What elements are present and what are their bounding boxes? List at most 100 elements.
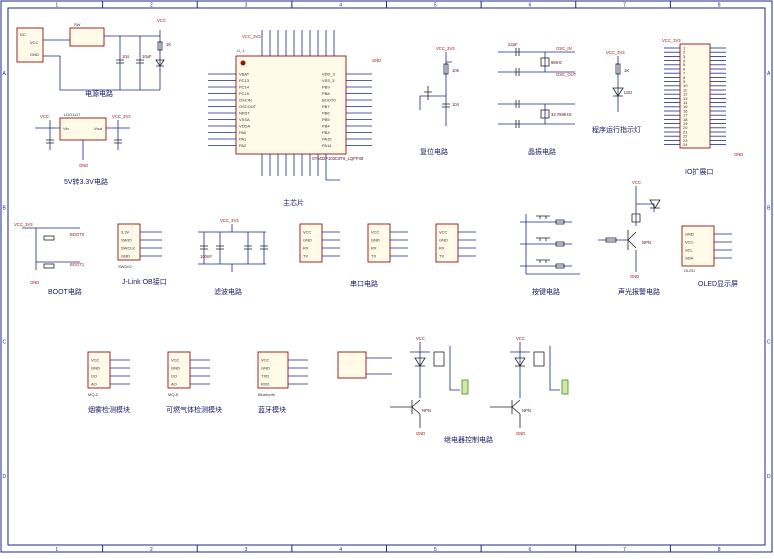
frame-row-right: C: [767, 340, 771, 346]
reset-circuit: VCC_3V3 10K 104 复位电路: [419, 46, 460, 156]
frame-col-top: 2: [150, 3, 153, 9]
reset-resistor: [443, 63, 449, 75]
smoke-part-label: MQ-2: [88, 392, 99, 397]
crystal-y2-value: 32.768KHz: [551, 112, 572, 117]
mcu-pin-name: PA1: [239, 137, 247, 142]
buzzer-gnd-net: GND: [630, 274, 639, 279]
bt-part-label: Bluetooth: [258, 392, 275, 397]
mcu-pin-name: VDD_3: [322, 72, 336, 77]
smoke-title: 烟雾检测模块: [88, 405, 130, 414]
buzzer-vcc-net: VCC: [632, 180, 641, 185]
relay-terminal: [561, 379, 569, 395]
reg-gnd-net: GND: [79, 163, 88, 168]
filter-cap-value: 100nF: [200, 254, 212, 259]
mcu-3v3-net: VCC_3V3: [242, 34, 261, 39]
hdr-pin-number: 13: [683, 96, 688, 101]
boot-title: BOOT电路: [48, 287, 82, 296]
mcu-title: 主芯片: [283, 198, 304, 207]
hdr-3v3-net: VCC_3V3: [662, 38, 681, 43]
reset-res-value: 10K: [452, 68, 460, 73]
hdr-pin-number: 4: [683, 58, 686, 63]
connector-pin-name: SWIO: [121, 238, 132, 243]
connector-pin-name: VCC: [261, 358, 270, 363]
buzzer-transistor: [627, 230, 637, 250]
mcu-pin-name: PA14: [322, 143, 332, 148]
mcu-pin-name: VBAT: [239, 72, 250, 77]
mcu-pin-name: PB7: [322, 104, 330, 109]
frame-col-bottom: 8: [718, 547, 721, 553]
key-switch: [536, 237, 550, 241]
key-resistor: [555, 241, 565, 247]
dc-jack-label: DC: [20, 32, 26, 37]
ldo-vout: Vout: [94, 126, 103, 131]
frame-col-bottom: 3: [245, 547, 248, 553]
reset-cap: [442, 103, 450, 108]
runled-led-label: LED: [624, 90, 632, 95]
connector-pin-name: GND: [261, 366, 270, 371]
uart-pin-name: VCC: [439, 230, 448, 235]
hdr-pin-number: 14: [683, 100, 688, 105]
hdr-pin-number: 16: [683, 108, 688, 113]
regulator-title: 5V转3.3V电路: [64, 177, 108, 186]
mcu-pin-name: BOOT0: [322, 98, 336, 103]
reset-button: [424, 86, 432, 100]
mcu-pin-name: OSCIN: [239, 98, 252, 103]
relay-wire: [410, 342, 430, 398]
key-resistor: [555, 263, 565, 269]
connector-pin-name: AO: [171, 382, 177, 387]
hdr-pin-number: 2: [683, 50, 686, 55]
hdr-pin-number: 22: [683, 134, 688, 139]
key-resistor: [555, 219, 565, 225]
frame-col-top: 4: [339, 3, 342, 9]
reset-wires: [419, 52, 452, 126]
relay-gnd-net: GND: [416, 431, 425, 436]
uart-connector: [299, 223, 323, 263]
buzzer-title: 声光报警电路: [618, 287, 660, 296]
hdr-pin-number: 24: [683, 142, 688, 147]
mcu-pin-name: PA15: [322, 137, 332, 142]
frame-col-top: 1: [55, 3, 58, 9]
frame-col-top: 7: [623, 3, 626, 9]
relay-contact-wire: [449, 346, 460, 391]
connector-pin-name: GND: [91, 366, 100, 371]
oled-connector: [681, 225, 715, 267]
runled-title: 程序运行指示灯: [592, 125, 641, 134]
ldo-vin: Vin: [63, 126, 69, 131]
relay-diode: [514, 357, 526, 367]
power-caps: [116, 59, 144, 64]
uart-pin-name: RX: [439, 246, 445, 251]
mcu-pin-name: PA2: [239, 143, 247, 148]
oled-title: OLED显示屏: [698, 280, 738, 288]
dc-jack: [16, 27, 44, 63]
mcu-pin-name: PC15: [239, 91, 250, 96]
buzzer-body: [631, 213, 641, 223]
mcu-pin-name: VSS_3: [322, 78, 335, 83]
mcu-pin-name: NRST: [239, 111, 250, 116]
relay-transistor: [390, 399, 421, 428]
boot-gnd-net: GND: [30, 280, 39, 285]
connector-pin-name: GND: [121, 254, 130, 259]
boot-3v3-net: VCC_3V3: [14, 222, 33, 227]
connector-pin-name: GND: [171, 366, 180, 371]
reset-title: 复位电路: [420, 147, 448, 156]
mcu-bottom-pins: [261, 154, 340, 181]
mcu-pin-name: PB9: [322, 85, 330, 90]
crystal-title: 晶振电路: [528, 147, 556, 156]
connector-pin-name: SDA: [685, 256, 694, 261]
keys-wires: [520, 214, 580, 275]
power-led-res-value: 1K: [166, 42, 171, 47]
boot1-net: BOOT1: [70, 262, 85, 267]
crystal-y1-value: 8MHz: [551, 60, 562, 65]
mcu-part-number: STM32F103C8T6_LQFP48: [312, 156, 364, 161]
frame-col-bottom: 5: [434, 547, 437, 553]
runled-res-value: 1K: [624, 68, 629, 73]
boot0-net: BOOT0: [70, 232, 85, 237]
osc-in-net: OSC_IN: [556, 46, 572, 51]
hdr-gnd-net: GND: [734, 152, 743, 157]
relay-contact-wire: [549, 346, 560, 391]
power-vcc-net: VCC: [157, 18, 166, 23]
relay-wire: [510, 342, 530, 398]
uart-pin-name: RX: [303, 246, 309, 251]
